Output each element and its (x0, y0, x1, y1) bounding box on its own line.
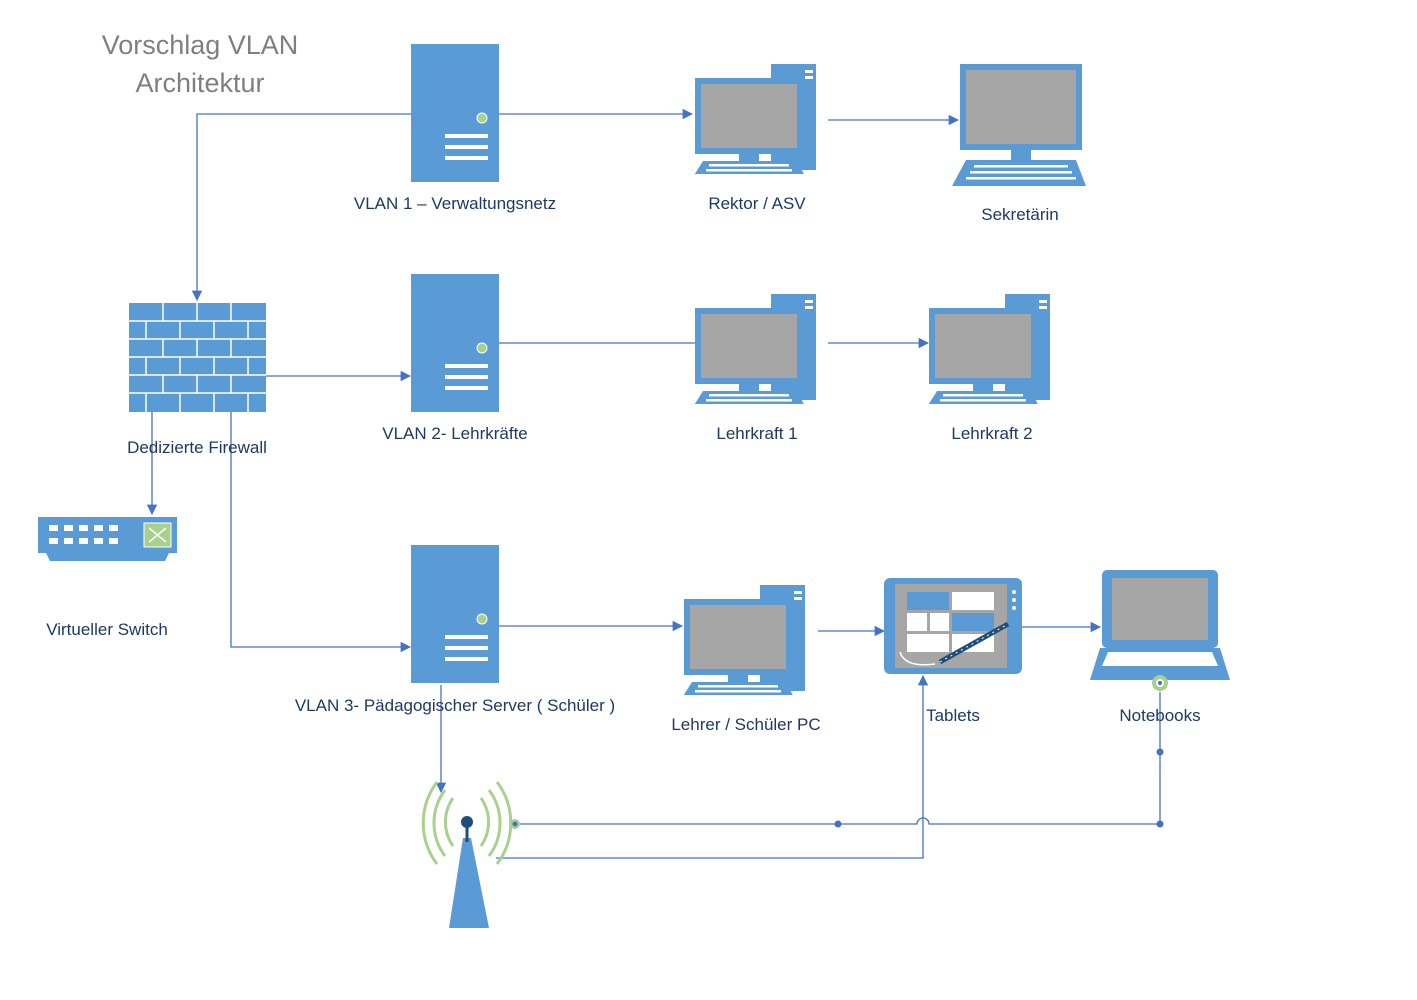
firewall-icon[interactable] (129, 303, 266, 412)
notebooks-label: Notebooks (1119, 706, 1200, 725)
vlan1-server-icon[interactable] (411, 44, 499, 182)
rektor-label: Rektor / ASV (708, 194, 806, 213)
lehrer-schueler-pc-icon[interactable] (680, 585, 805, 701)
tablet-icon[interactable] (884, 578, 1022, 674)
vlan3-server-icon[interactable] (411, 545, 499, 683)
lehrkraft1-pc-icon[interactable] (691, 294, 816, 410)
connector-accesspoint-tablets (496, 674, 929, 859)
wireless-access-point-icon[interactable] (421, 781, 520, 928)
lehrer-schueler-pc-label: Lehrer / Schüler PC (671, 715, 820, 734)
lehrkraft1-label: Lehrkraft 1 (716, 424, 797, 443)
vlan2-server-icon[interactable] (411, 274, 499, 412)
sekretaerin-label: Sekretärin (981, 205, 1058, 224)
switch-icon[interactable] (38, 517, 177, 561)
connectors (146, 108, 1161, 859)
connection-dot (1156, 748, 1164, 756)
connector-accesspoint-notebooks (515, 692, 1161, 825)
tablets-label: Tablets (926, 706, 980, 725)
diagram-title-line1: Vorschlag VLAN (102, 30, 299, 60)
sekretaerin-monitor-icon[interactable] (952, 64, 1086, 186)
connector-vlan1-firewall (191, 113, 411, 302)
diagram-title-line2: Architektur (135, 68, 264, 98)
connection-dot (834, 820, 842, 828)
connection-dot (1156, 820, 1164, 828)
vlan3-label: VLAN 3- Pädagogischer Server ( Schüler ) (295, 696, 615, 715)
connection-points (834, 748, 1164, 828)
switch-label: Virtueller Switch (46, 620, 168, 639)
lehrkraft2-label: Lehrkraft 2 (951, 424, 1032, 443)
rektor-pc-icon[interactable] (691, 64, 816, 180)
firewall-label: Dedizierte Firewall (127, 438, 267, 457)
vlan2-label: VLAN 2- Lehrkräfte (382, 424, 528, 443)
connector-firewall-vlan3 (230, 398, 412, 653)
lehrkraft2-pc-icon[interactable] (925, 294, 1050, 410)
vlan1-label: VLAN 1 – Verwaltungsnetz (354, 194, 556, 213)
notebook-icon[interactable] (1090, 570, 1230, 691)
